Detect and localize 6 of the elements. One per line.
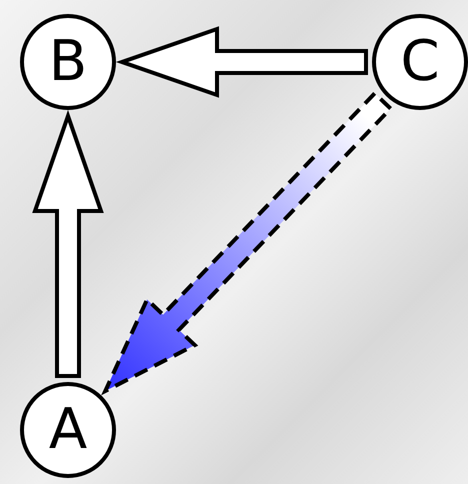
block-arrow: [32, 110, 104, 378]
node-label: A: [48, 402, 88, 458]
block-arrow: [101, 90, 394, 396]
block-arrow: [116, 26, 368, 98]
node-label: C: [400, 34, 440, 90]
node-label: B: [48, 34, 88, 90]
